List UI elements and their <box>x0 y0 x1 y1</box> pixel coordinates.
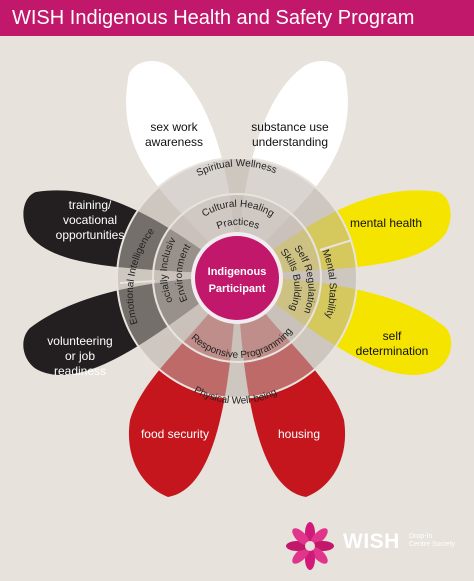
petal-label-sex-work-2: awareness <box>145 135 203 149</box>
petal-label-mental-health: mental health <box>350 216 422 230</box>
logo-subtitle-line2: Centre Society <box>409 541 455 548</box>
petal-label-volunteering-3: readiness <box>54 364 106 378</box>
petal-label-substance-2: understanding <box>252 135 328 149</box>
ring-divider <box>319 239 353 251</box>
petal-label-training-2: vocational <box>63 213 117 227</box>
petal-label-training-3: opportunities <box>56 228 125 242</box>
petal-label-substance-1: substance use <box>251 120 329 134</box>
petal-label-food-security: food security <box>141 427 209 441</box>
petal-label-self-det-1: self <box>383 329 402 343</box>
petal-label-volunteering-1: volunteering <box>47 334 112 348</box>
center-circle <box>191 232 283 324</box>
petal-label-training-1: training/ <box>69 198 112 212</box>
ring-divider <box>119 280 156 284</box>
center-label-line1: Indigenous <box>208 266 267 278</box>
petal-label-self-det-2: determination <box>356 344 429 358</box>
petal-label-housing: housing <box>278 427 320 441</box>
wish-logo: WISH Drop-In Centre Society <box>285 522 455 570</box>
logo-wordmark: WISH <box>343 530 400 553</box>
logo-subtitle-line1: Drop-In <box>409 533 433 540</box>
logo-flower-icon <box>286 522 334 570</box>
petal-label-sex-work-1: sex work <box>150 120 198 134</box>
page-title: WISH Indigenous Health and Safety Progra… <box>12 7 415 29</box>
center-label-line2: Participant <box>209 283 266 295</box>
title-banner: WISH Indigenous Health and Safety Progra… <box>0 0 474 36</box>
logo-subtitle: Drop-In Centre Society <box>409 533 455 549</box>
petal-label-volunteering-2: or job <box>65 349 95 363</box>
